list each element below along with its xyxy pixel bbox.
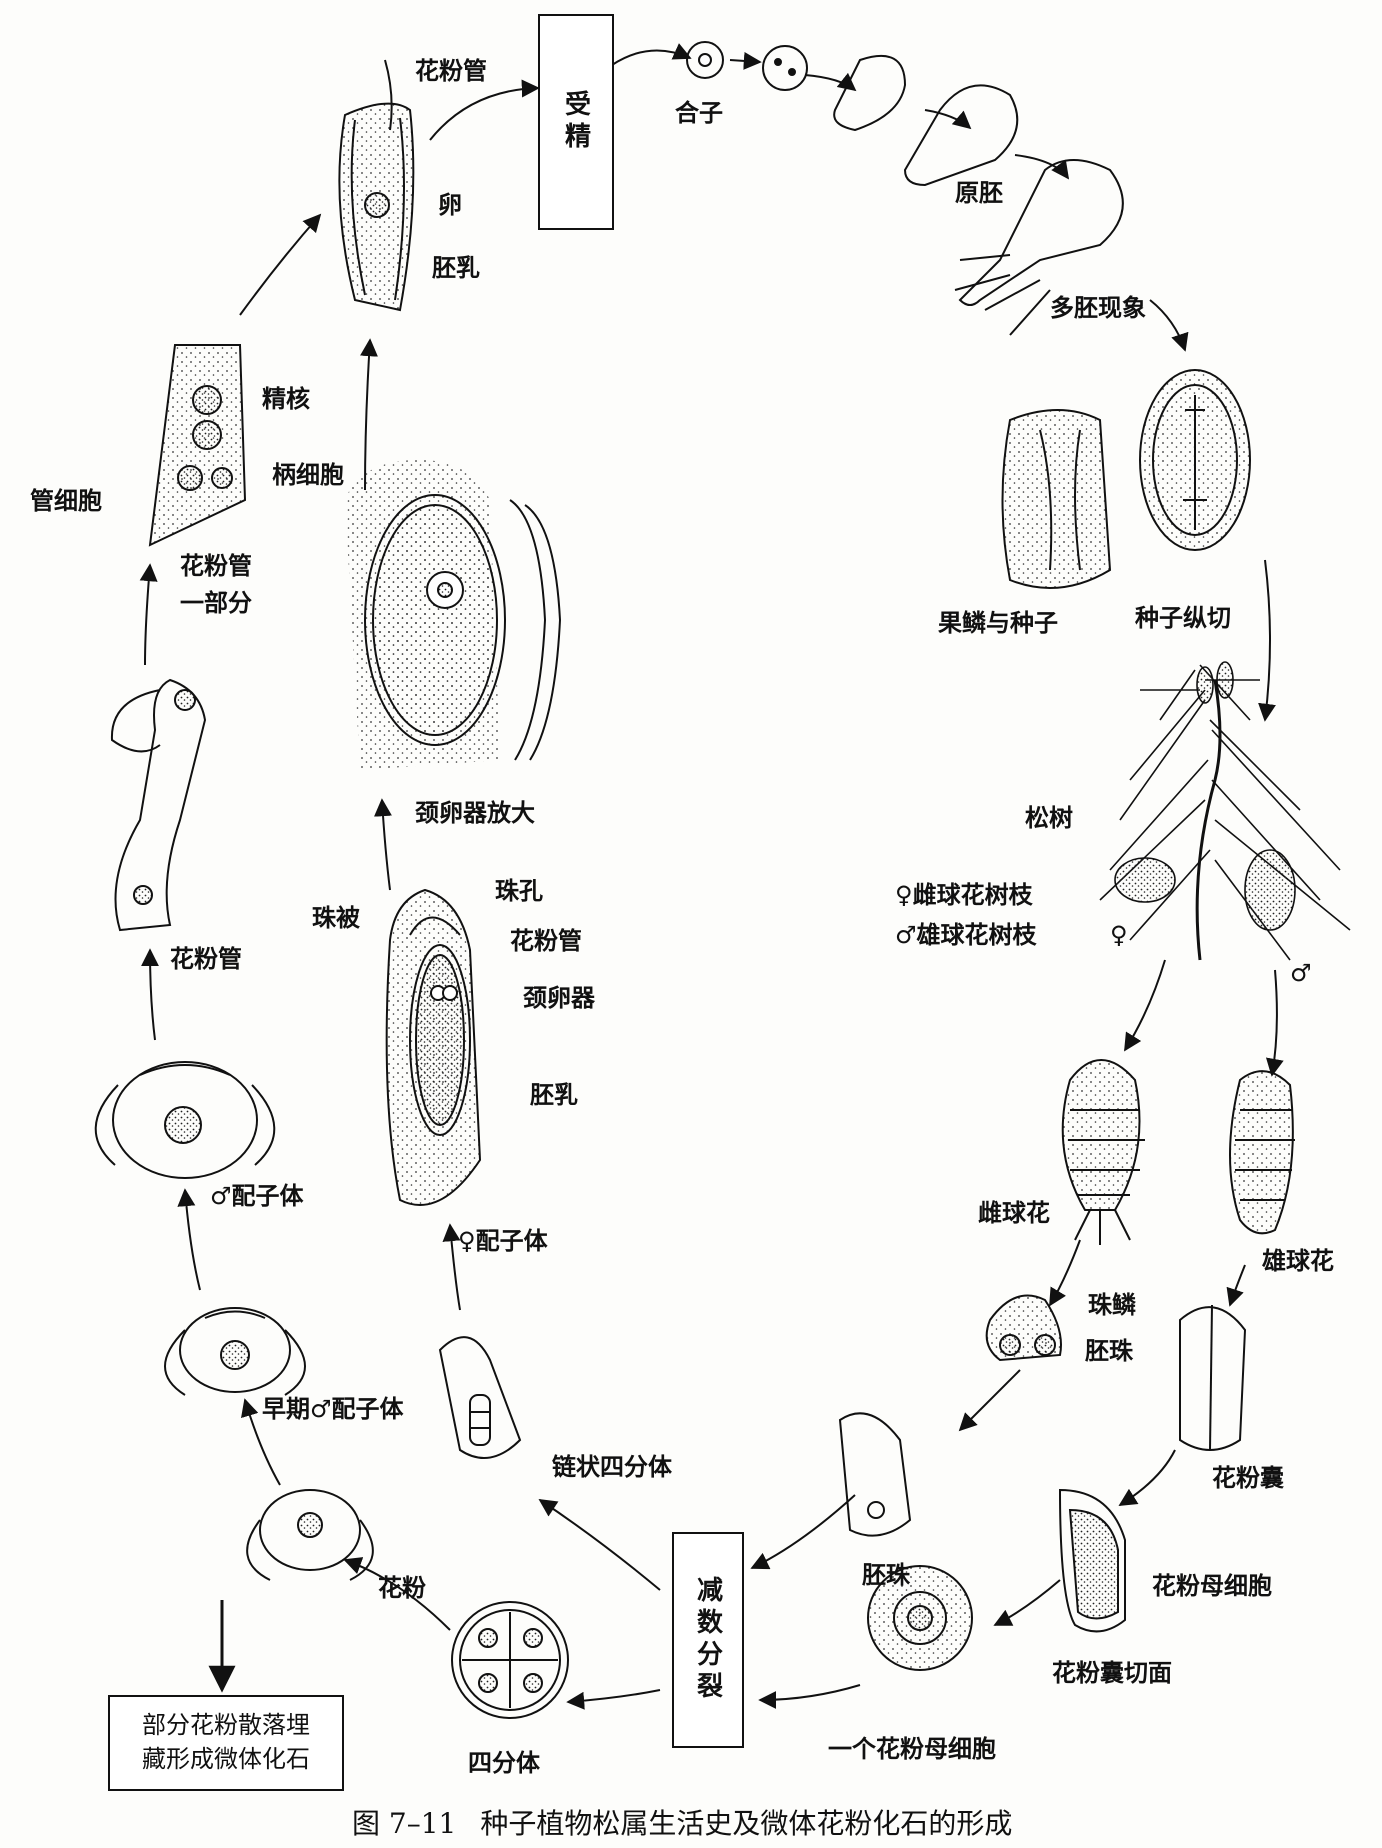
fossil-box-text: 部分花粉散落埋藏形成微体化石 — [142, 1711, 310, 1773]
arrow-linear-tetrad-to-female-gametophyte — [442, 1223, 461, 1311]
label-linear-tetrad: 链状四分体 — [552, 1453, 672, 1481]
label-one-pollen-mother-cell: 一个花粉母细胞 — [828, 1735, 996, 1763]
label-tetrad: 四分体 — [468, 1749, 540, 1777]
arrow-gametophyte-to-pollen-tube — [141, 948, 160, 1041]
arrow-pine-to-female-cone — [1124, 959, 1166, 1052]
arrow-meiosis-to-linear-tetrad — [538, 1499, 661, 1591]
arrow-meiosis-to-tetrad — [566, 1689, 661, 1710]
label-male-cone: 雄球花 — [1262, 1247, 1334, 1275]
arrow-to-seed — [1149, 299, 1189, 352]
pollen-sac-drawing — [1179, 1304, 1247, 1451]
label-integument: 珠被 — [312, 904, 360, 932]
label-pollen-tube-ovule: 花粉管 — [510, 927, 582, 955]
label-pollen-tube-part-1: 花粉管 — [180, 552, 252, 580]
label-tube-cell: 管细胞 — [30, 487, 102, 515]
arrow-tetrad-to-pollen — [343, 1557, 451, 1631]
arrow-part-to-top — [239, 213, 322, 316]
label-pollen-sac-section: 花粉囊切面 — [1052, 1659, 1172, 1687]
linear-tetrad-drawing — [438, 1336, 522, 1459]
label-pollen-tube-mid: 花粉管 — [170, 945, 242, 973]
label-egg: 卵 — [438, 191, 462, 219]
ovuliferous-scale-drawing — [985, 1294, 1062, 1362]
label-pine: 松树 — [1025, 804, 1073, 832]
label-zygote: 合子 — [675, 99, 723, 127]
arrow-zygote-to-division — [729, 51, 762, 70]
pollen-tube-part-drawing — [148, 344, 247, 547]
arrow-early-to-male-gametophyte — [177, 1188, 201, 1291]
fertilization-box: 受精 — [538, 14, 614, 230]
arrow-pollen-to-early — [241, 1398, 281, 1486]
figure-title: 种子植物松属生活史及微体花粉化石的形成 — [480, 1807, 1013, 1840]
pollen-mother-cell-drawing — [867, 1565, 973, 1671]
arrow-section-to-pmc — [993, 1579, 1061, 1626]
label-ovule: 胚珠 — [862, 1561, 910, 1589]
label-pollen-sac: 花粉囊 — [1212, 1464, 1284, 1492]
label-endosperm-top: 胚乳 — [432, 254, 480, 282]
label-early-male-gametophyte: 早期♂配子体 — [262, 1395, 404, 1423]
meiosis-box: 减数分裂 — [672, 1532, 744, 1748]
arrow-to-polyembryony — [1014, 154, 1070, 180]
seed-drawings — [1001, 369, 1251, 589]
arrow-female-cone-to-scale — [1049, 1239, 1081, 1307]
pine-branch-drawing — [1099, 661, 1351, 961]
ovule-section-drawing — [385, 888, 482, 1206]
figure-caption: 图 7–11 种子植物松属生活史及微体花粉化石的形成 — [352, 1802, 1036, 1842]
arrow-to-proembryo-2 — [924, 109, 972, 130]
label-male-symbol: ♂ — [1290, 959, 1312, 987]
label-female-symbol: ♀ — [1110, 921, 1128, 949]
label-female-cone: 雌球花 — [978, 1199, 1050, 1227]
early-male-gametophyte-drawing — [164, 1307, 306, 1396]
label-scale-and-seed: 果鳞与种子 — [938, 609, 1058, 637]
tetrad-drawing — [451, 1601, 569, 1719]
pollen-sac-section-drawing — [1058, 1488, 1126, 1633]
proembryo-drawing — [833, 55, 1124, 336]
label-sperm-nucleus: 精核 — [262, 385, 310, 413]
arrow-to-proembryo-1 — [804, 72, 857, 92]
archegonium-enlarged-drawing — [345, 460, 562, 770]
label-pollen: 花粉 — [378, 1574, 426, 1602]
label-ovule-small: 胚珠 — [1085, 1337, 1133, 1365]
label-female-gametophyte: ♀配子体 — [458, 1227, 548, 1255]
label-pollen-tube-part-2: 一部分 — [180, 589, 252, 617]
arrow-to-fertilization — [429, 79, 540, 141]
arrow-seed-to-pine — [1258, 559, 1276, 722]
label-male-branch: ♂雄球花树枝 — [895, 921, 1037, 949]
arrow-sac-to-section — [1118, 1449, 1176, 1506]
archegonium-top-drawing — [338, 59, 415, 312]
label-proembryo: 原胚 — [955, 179, 1003, 207]
pollen-tube-drawing — [110, 678, 207, 932]
male-cone-drawing — [1229, 1070, 1295, 1235]
pollen-grain-drawing — [246, 1489, 374, 1581]
arrow-pmc-to-meiosis — [758, 1684, 861, 1709]
label-archegonium: 颈卵器 — [523, 984, 595, 1012]
arrow-ovule-to-archegonium-enlarged — [373, 798, 392, 891]
figure-number: 图 7–11 — [352, 1807, 457, 1840]
fossil-box: 部分花粉散落埋藏形成微体化石 — [108, 1695, 344, 1791]
label-ovuliferous-scale: 珠鳞 — [1088, 1291, 1136, 1319]
male-gametophyte-drawing — [94, 1061, 276, 1179]
cycle-arrows — [139, 43, 1284, 1710]
arrow-fertilization-to-zygote — [611, 43, 692, 66]
arrow-pollen-tube-to-part — [139, 563, 158, 666]
label-micropyle: 珠孔 — [495, 877, 543, 905]
arrow-pine-to-male-cone — [1265, 969, 1284, 1077]
zygote-drawing — [686, 41, 808, 91]
label-polyembryony: 多胚现象 — [1050, 294, 1146, 322]
label-stalk-cell: 柄细胞 — [272, 461, 344, 489]
label-female-branch: ♀雌球花树枝 — [895, 881, 1033, 909]
label-pollen-tube-top: 花粉管 — [415, 57, 487, 85]
female-cone-drawing — [1061, 1059, 1145, 1245]
arrow-male-cone-to-sac — [1226, 1264, 1246, 1307]
label-seed-longitudinal: 种子纵切 — [1135, 604, 1231, 632]
arrow-scale-to-ovule — [958, 1369, 1021, 1432]
label-male-gametophyte: ♂配子体 — [210, 1182, 304, 1210]
label-endosperm-mid: 胚乳 — [530, 1081, 578, 1109]
arrow-ovule-to-meiosis — [750, 1494, 856, 1570]
ovule-drawing — [838, 1412, 912, 1537]
label-archegonium-enlarged: 颈卵器放大 — [415, 799, 535, 827]
label-pollen-mother-cell: 花粉母细胞 — [1152, 1572, 1272, 1600]
arrow-archegonium-to-top — [360, 338, 378, 491]
